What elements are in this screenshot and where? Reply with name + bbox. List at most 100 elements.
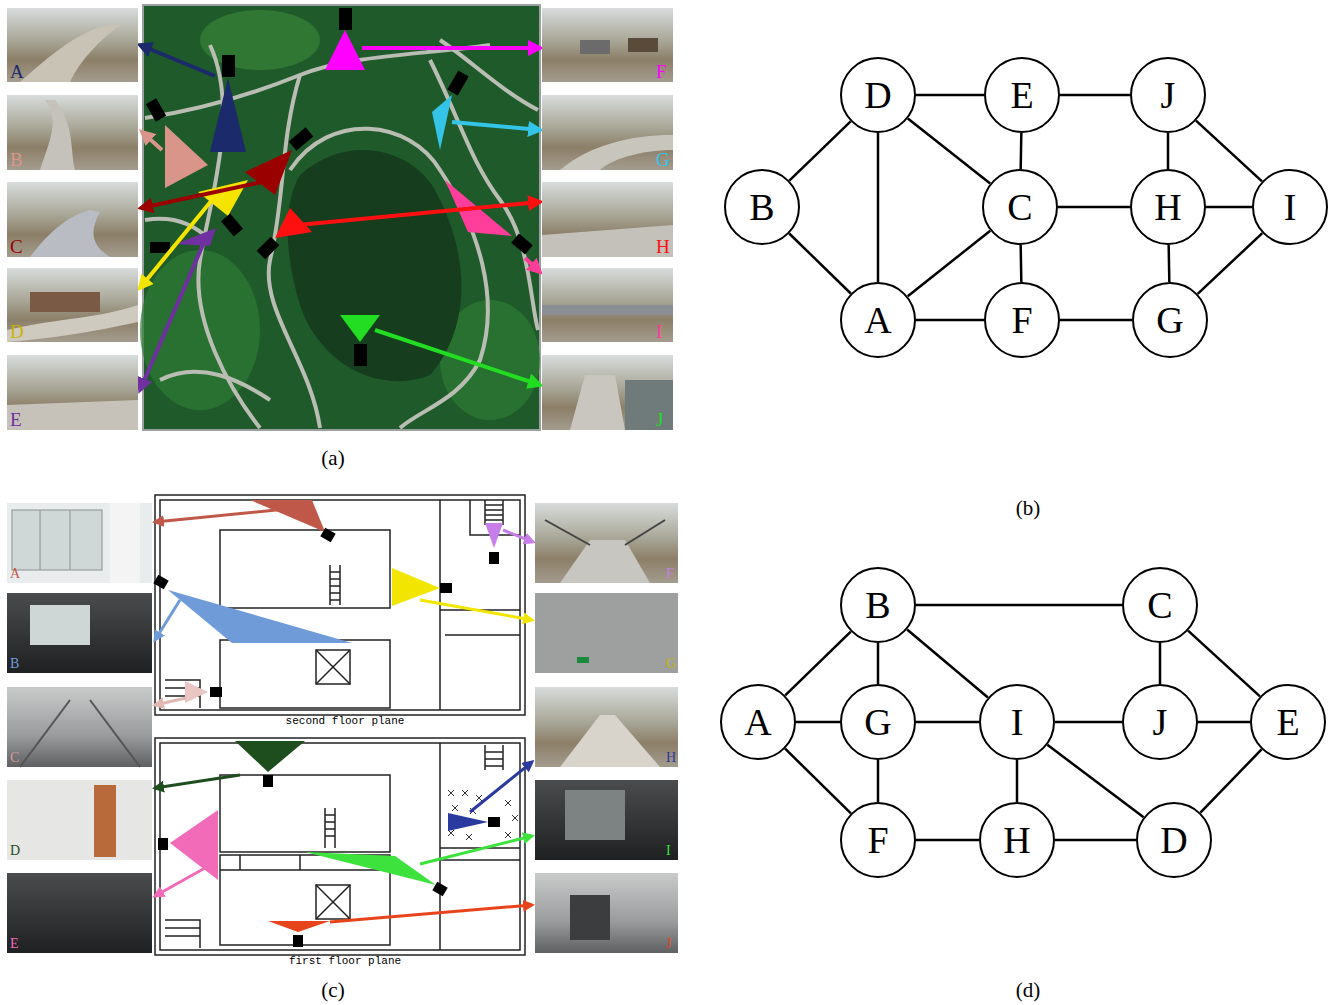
rect-shape [7, 873, 152, 953]
node-letter: D [864, 76, 891, 114]
node-letter: I [1011, 703, 1024, 741]
graph-node-circle: A [840, 282, 916, 358]
photo-letter: J [666, 937, 671, 951]
polygon-shape [325, 30, 365, 70]
graph-edge [789, 234, 851, 294]
graph-edge [877, 760, 880, 802]
path-shape [20, 700, 140, 767]
graph-edge [1055, 721, 1122, 724]
graph-node-circle: J [1122, 684, 1198, 760]
path-shape [448, 790, 518, 840]
rect-shape [316, 885, 350, 919]
node-letter: C [1147, 586, 1172, 624]
path-shape [7, 400, 138, 430]
rect-shape [7, 687, 152, 767]
node-letter: D [1160, 821, 1187, 859]
aerial-map [140, 5, 540, 430]
graph-node-circle: D [1136, 802, 1212, 878]
rect-shape [511, 234, 533, 255]
rect-shape [580, 40, 610, 54]
line-shape [140, 45, 215, 76]
rect-shape [535, 687, 678, 767]
rect-shape [221, 213, 243, 236]
node-letter: C [1007, 188, 1032, 226]
graph-edge [916, 839, 979, 842]
g-shape [145, 40, 538, 428]
graph-edge [1060, 94, 1130, 97]
rect-shape [565, 790, 625, 840]
line-shape [420, 600, 532, 620]
graph-node-circle: I [1252, 169, 1328, 245]
graph-node-circle: B [724, 169, 800, 245]
polygon-shape [485, 523, 503, 548]
polygon-shape [165, 125, 208, 188]
graph-node-circle: B [840, 567, 916, 643]
graph-node-circle: I [979, 684, 1055, 760]
rect-shape [7, 355, 138, 430]
graph-node-circle: D [840, 57, 916, 133]
line-shape [141, 182, 262, 208]
graph-edge [1206, 206, 1252, 209]
path-shape [330, 565, 340, 605]
line-shape [155, 508, 296, 522]
photo-letter: J [656, 410, 663, 429]
photo-letter: A [10, 567, 20, 581]
path-shape [485, 745, 503, 770]
polygon-shape [168, 590, 352, 643]
line-shape [452, 122, 540, 130]
rect-shape [339, 8, 352, 30]
line-shape [525, 258, 540, 272]
rect-shape [293, 935, 303, 947]
rect-shape [150, 242, 170, 253]
rect-shape [12, 510, 102, 570]
graph-edge [916, 604, 1122, 607]
polygon-shape [432, 95, 452, 150]
polygon-shape [235, 741, 305, 772]
camera-cones [165, 30, 512, 342]
g-shape [448, 790, 518, 840]
rect-shape [440, 583, 452, 593]
polygon-shape [340, 315, 380, 342]
path-shape [165, 920, 200, 948]
graph-node-circle: F [984, 282, 1060, 358]
graph-node-circle: C [1122, 567, 1198, 643]
rect-shape [94, 785, 116, 857]
rect-shape [153, 575, 168, 590]
graph-edge [1047, 745, 1143, 817]
path-shape [545, 520, 665, 545]
path-shape [316, 885, 350, 919]
graph-edge [1198, 233, 1263, 294]
node-letter: G [1156, 301, 1183, 339]
path-shape [440, 743, 520, 950]
node-letter: F [867, 821, 888, 859]
node-letter: I [1284, 188, 1297, 226]
line-shape [140, 240, 205, 390]
scene-photos [7, 503, 678, 953]
graph-edge [1200, 749, 1261, 812]
graph-edge [1019, 133, 1022, 169]
rect-shape [316, 650, 350, 684]
rect-shape [535, 780, 678, 860]
photo-letter: E [10, 937, 19, 951]
rect-shape [160, 743, 520, 950]
graph-edge [877, 643, 880, 684]
floor-plan [155, 495, 525, 955]
photo-letter: D [10, 322, 24, 341]
rect-shape [577, 657, 589, 663]
path-shape [570, 375, 625, 430]
graph-edge [1159, 643, 1162, 684]
path-shape [560, 135, 673, 170]
camera-icons [146, 8, 533, 366]
polygon-shape [185, 681, 208, 703]
graph-node-circle: E [984, 57, 1060, 133]
path-shape [290, 129, 488, 428]
polygon-shape [250, 500, 325, 532]
rect-shape [7, 95, 138, 170]
path-shape [325, 808, 335, 848]
line-shape [155, 868, 205, 896]
line-shape [155, 775, 240, 788]
photo-letter: F [666, 567, 674, 581]
rect-shape [535, 593, 678, 673]
path-shape [440, 40, 538, 110]
photo-letter: G [666, 657, 676, 671]
